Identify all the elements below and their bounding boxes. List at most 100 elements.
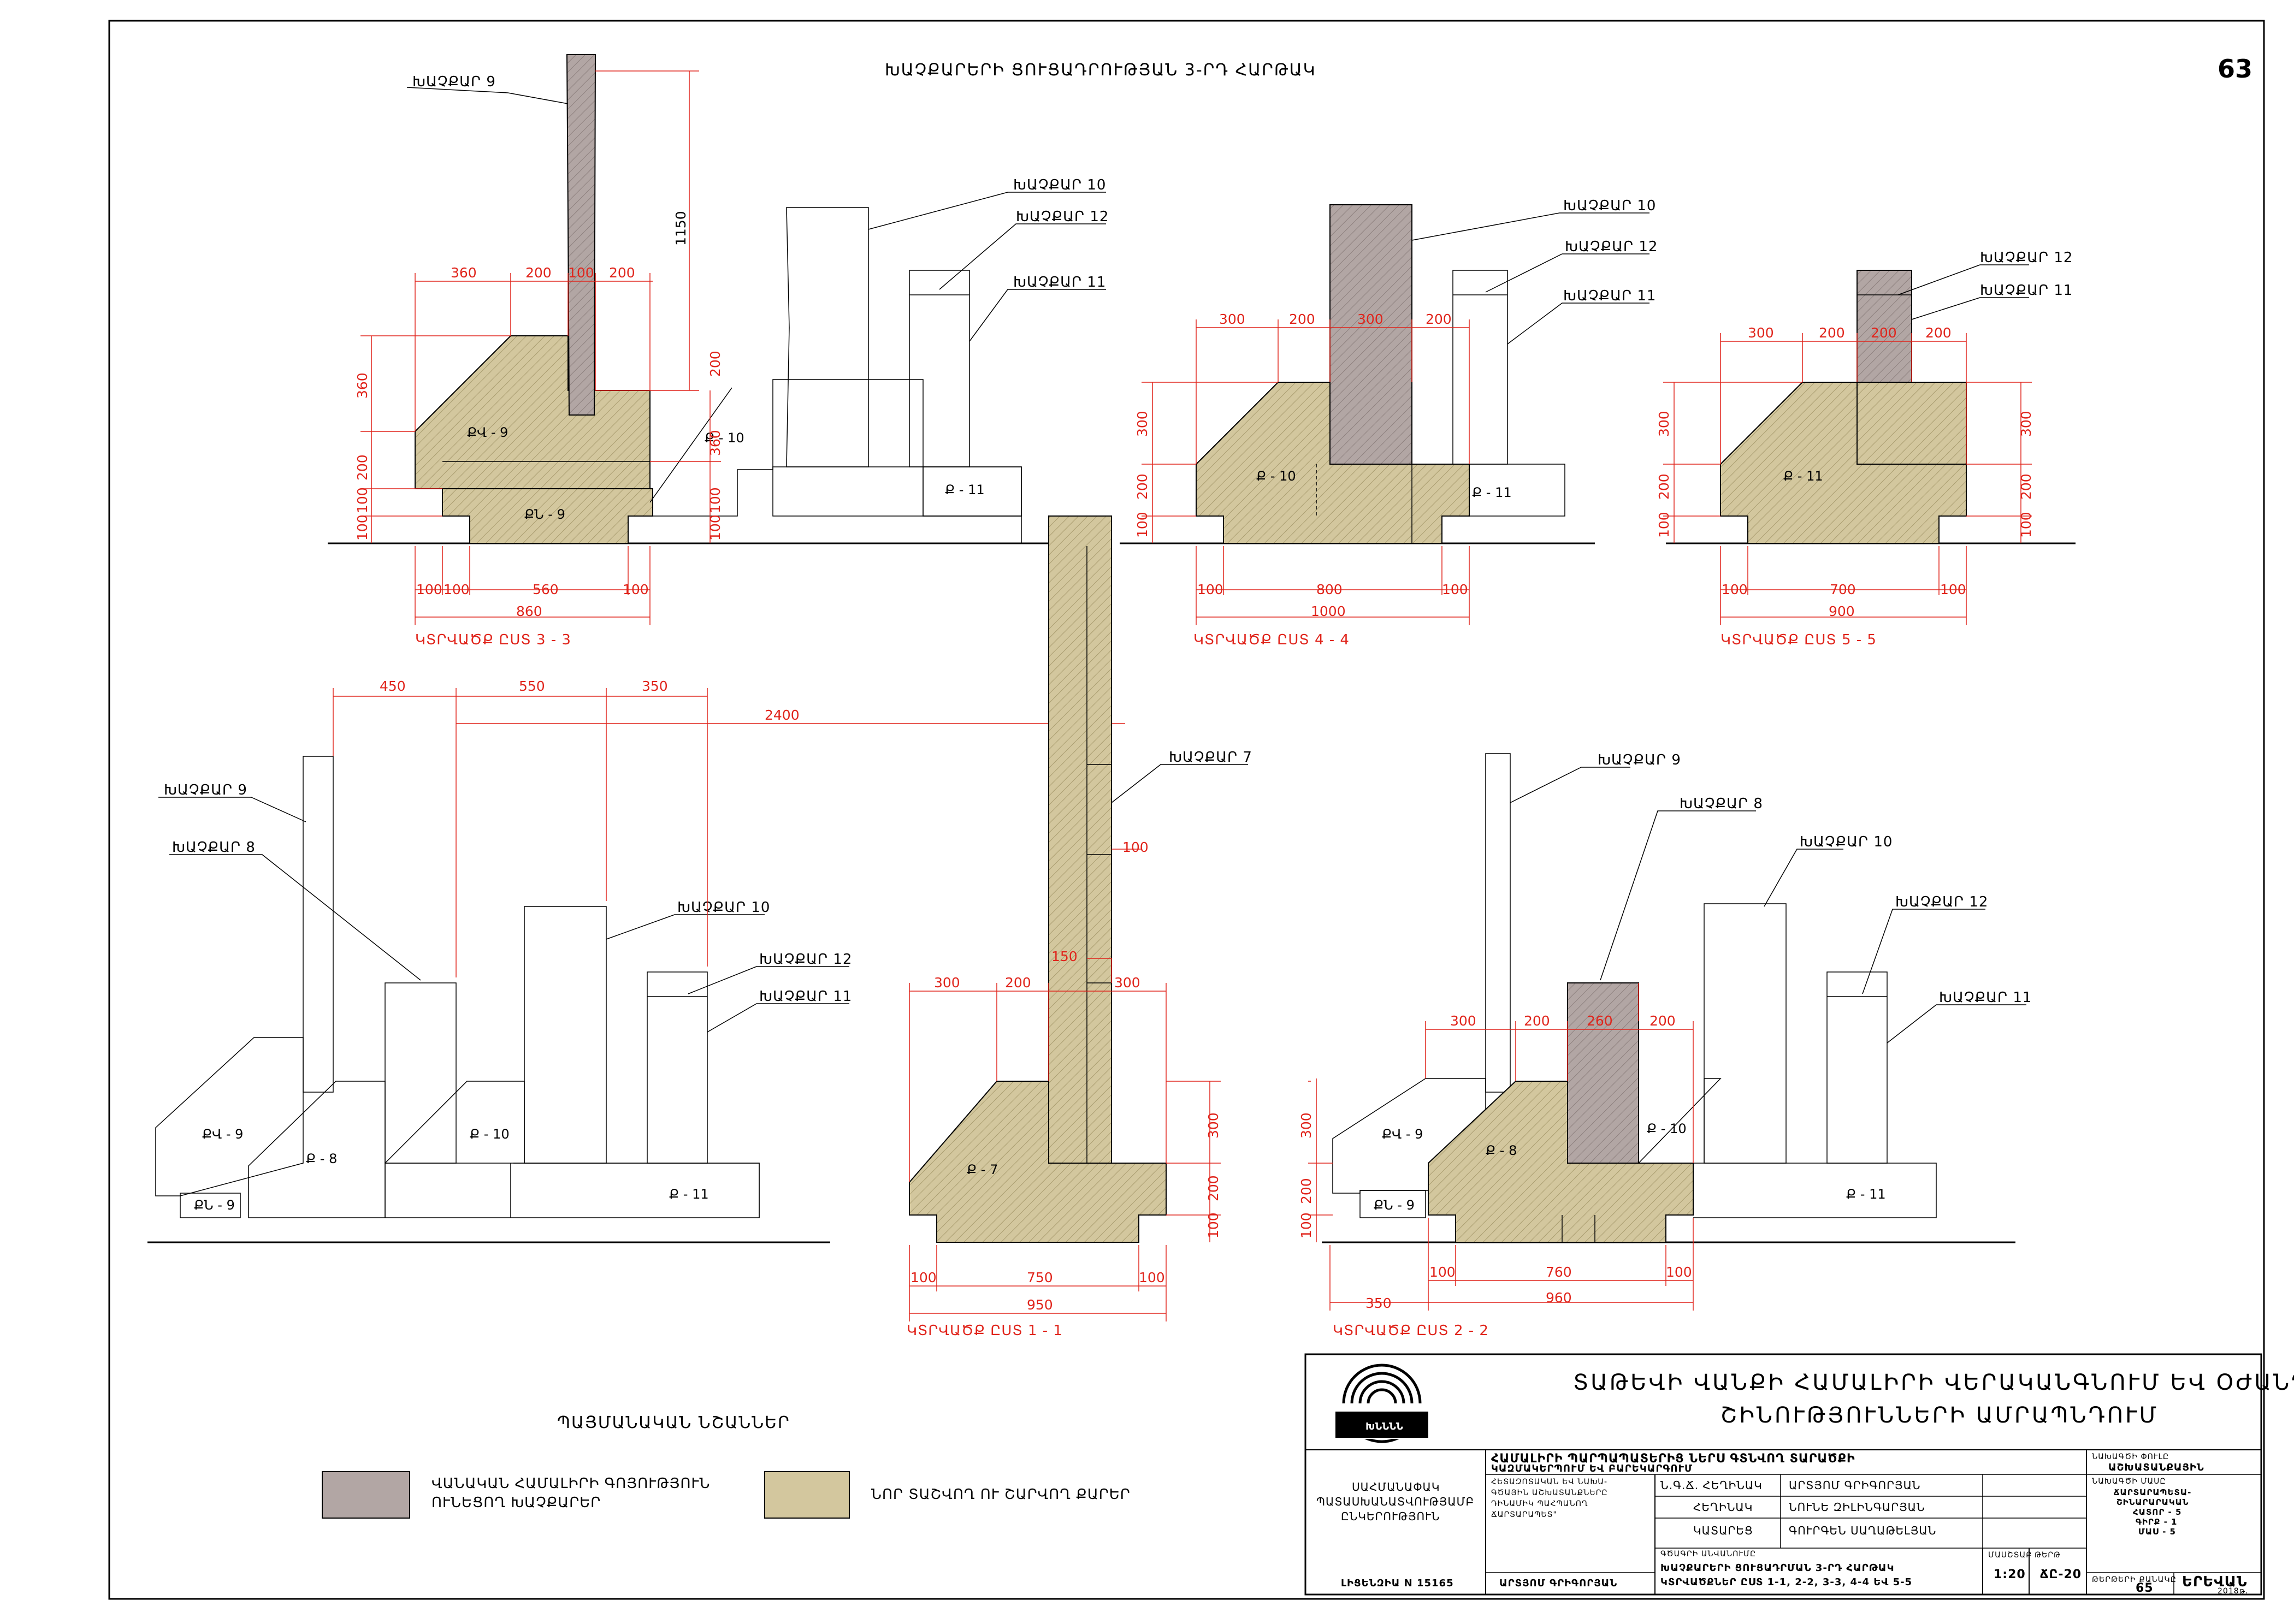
section-caption: ԿՏՐՎԱԾՔ ԸՍՏ 2 - 2 <box>1333 1323 1489 1339</box>
stone-q11-box <box>923 466 1022 517</box>
callout-label: ԽԱՉՔԱՐ 9 <box>164 782 247 798</box>
khachkar-11-outline <box>1452 270 1508 465</box>
dim-label: 100 <box>623 582 649 597</box>
stone-q11-shape <box>1720 382 1967 544</box>
dim-label: 450 <box>380 678 406 694</box>
dim-label: 300 <box>1656 411 1672 437</box>
dim-label: 100 <box>354 487 370 513</box>
dim-label: 200 <box>525 265 552 281</box>
project-header: ՇԻՆՈՒԹՅՈՒՆՆԵՐԻ ԱՄՐԱՊՆԴՈՒՄ <box>1720 1403 2159 1428</box>
stone-label: ՔՎ - 9 <box>1382 1127 1423 1142</box>
leader <box>969 289 1106 342</box>
stone-label: Ք - 8 <box>306 1151 337 1166</box>
section-caption: ԿՏՐՎԱԾՔ ԸՍՏ 5 - 5 <box>1720 632 1877 648</box>
dim-label: 200 <box>1524 1013 1550 1029</box>
scale-value: 1:20 <box>1994 1568 2026 1581</box>
company-logo: ԽՆՆՆՆ <box>1333 1364 1431 1443</box>
part-value: ՀԱՏՈՐ - 5 <box>2133 1507 2181 1517</box>
dim-label: 100 <box>1197 582 1223 597</box>
dim-label: 760 <box>1546 1264 1572 1280</box>
stone-qn9-shape <box>442 488 653 544</box>
legend-swatch-old <box>322 1471 410 1519</box>
dim-label: 550 <box>519 678 545 694</box>
callout-label: ԽԱՉՔԱՐ 7 <box>1169 749 1252 766</box>
dim-label: 300 <box>1357 311 1384 327</box>
dim-label: 100 <box>1429 1264 1456 1280</box>
dim-label: 200 <box>1819 325 1845 341</box>
callout-label: ԽԱՉՔԱՐ 9 <box>412 74 496 90</box>
company-name: ԸՆԿԵՐՈՒԹՅՈՒՆ <box>1341 1510 1440 1523</box>
sheet-name: ԽԱՉՔԱՐԵՐԻ ՑՈՒՑԱԴՐՄԱՆ 3-ՐԴ ՀԱՐԹԱԿ <box>1660 1562 1894 1574</box>
stone-label: ՔՎ - 9 <box>467 425 508 440</box>
stone-kv9-shape <box>415 335 651 489</box>
dim-label: 100 <box>444 582 470 597</box>
khachkar-11-outline <box>647 971 708 1164</box>
dim-label: 100 <box>707 487 723 513</box>
dim-label: 900 <box>1829 603 1855 619</box>
dim-label: 350 <box>1365 1295 1392 1311</box>
field-label: ԳԾԱԳՐԻ ԱՆՎԱՆՈՒՄԸ <box>1660 1550 1756 1558</box>
page-number: 63 <box>2218 54 2252 84</box>
project-header: ՏԱԹԵՎԻ ՎԱՆՔԻ ՀԱՄԱԼԻՐԻ ՎԵՐԱԿԱՆԳՆՈՒՄ ԵՎ ՕԺ… <box>1573 1370 2294 1395</box>
callout-label: ԽԱՉՔԱՐ 11 <box>1013 274 1106 291</box>
callout-label: ԽԱՉՔԱՐ 11 <box>1939 989 2032 1006</box>
callout-label: ԽԱՉՔԱՐ 10 <box>1563 198 1656 214</box>
stage-value: ԱՇԽԱՏԱՆՔԱՅԻՆ <box>2108 1462 2204 1473</box>
legend-label: ՎԱՆԱԿԱՆ ՀԱՄԱԼԻՐԻ ԳՈՅՈՒԹՅՈՒՆ <box>431 1475 710 1492</box>
leader <box>649 387 732 503</box>
person-name: ՆՈՒՆԵ ԶԻԼԻՆԳԱՐՅԱՆ <box>1789 1501 1925 1514</box>
desc-text: ԳԾԱՅԻՆ ԱՇԽԱՏԱՆՔՆԵՐԸ <box>1491 1489 1608 1497</box>
stone-label: Ք - 11 <box>1783 469 1823 484</box>
field-label: ԹԵՐԹԵՐԻ ՔԱՆԱԿԸ <box>2092 1575 2177 1584</box>
part-value: ՃԱՐՏԱՐԱՊԵՏԱ- <box>2114 1487 2191 1497</box>
field-label: ՆԱԽԱԳԾԻ ՄԱՍԸ <box>2092 1477 2166 1486</box>
role-label: ՀԵՂԻՆԱԿ <box>1693 1501 1753 1514</box>
part-value: ՄԱՍ - 5 <box>2138 1527 2176 1537</box>
khachkar-10-outline <box>786 207 869 467</box>
dim-label: 800 <box>1316 582 1343 597</box>
stone-label: ՔՆ - 9 <box>1374 1198 1415 1213</box>
khachkar-10-outline <box>524 906 607 1164</box>
sheet-title: ԽԱՉՔԱՐԵՐԻ ՑՈՒՑԱԴՐՈՒԹՅԱՆ 3-ՐԴ ՀԱՐԹԱԿ <box>885 61 1316 80</box>
leader <box>406 87 569 104</box>
company-name: ՍԱՀՄԱՆԱՓԱԿ <box>1352 1480 1440 1493</box>
dim-label: 100 <box>1298 1212 1314 1238</box>
part-value: ԳԻՐՔ - 1 <box>2136 1517 2177 1527</box>
dim-label: 100 <box>1442 582 1468 597</box>
dim-label: 360 <box>451 265 477 281</box>
dim-label: 200 <box>609 265 635 281</box>
dim-label: 200 <box>707 351 723 377</box>
stone-q7-shape <box>909 1081 1167 1243</box>
dim-label: 200 <box>354 454 370 481</box>
legend: ՊԱՅՄԱՆԱԿԱՆ ՆՇԱՆՆԵՐ ՎԱՆԱԿԱՆ ՀԱՄԱԼԻՐԻ ԳՈՅՈ… <box>322 1413 1130 1519</box>
section-caption: ԿՏՐՎԱԾՔ ԸՍՏ 3 - 3 <box>415 632 571 648</box>
khachkar-9-outline <box>1485 753 1511 1093</box>
section-caption: ԿՏՐՎԱԾՔ ԸՍՏ 1 - 1 <box>907 1323 1063 1339</box>
dim-label: 200 <box>1649 1013 1676 1029</box>
dim-label: 100 <box>1139 1270 1165 1285</box>
callout-label: ԽԱՉՔԱՐ 10 <box>677 899 770 916</box>
khachkar-9-outline <box>303 756 334 1093</box>
callout-label: ԽԱՉՔԱՐ 12 <box>1016 209 1109 225</box>
sheets-count: 65 <box>2136 1581 2154 1595</box>
callout-label: ԽԱՉՔԱՐ 12 <box>1565 239 1658 255</box>
dim-label: 100 <box>1134 512 1150 538</box>
stone-label: Ք - 10 <box>1256 469 1296 484</box>
dim-label: 100 <box>1666 1264 1692 1280</box>
dim-label: 200 <box>1298 1178 1314 1204</box>
dim-label: 100 <box>910 1270 937 1285</box>
dim-label: 300 <box>934 975 960 991</box>
section-caption: ԿՏՐՎԱԾՔ ԸՍՏ 4 - 4 <box>1193 632 1350 648</box>
dim-label: 360 <box>354 372 370 399</box>
dim-label: 200 <box>1289 311 1315 327</box>
stone-label: Ք - 10 <box>705 430 744 446</box>
dim-label: 100 <box>1122 839 1149 855</box>
dim-label: 100 <box>568 265 594 281</box>
stone-label: Ք - 8 <box>1486 1143 1517 1158</box>
callout-label: ԽԱՉՔԱՐ 8 <box>1680 796 1763 812</box>
stone-label: ՔՎ - 9 <box>202 1127 243 1142</box>
dim-label: 100 <box>707 514 723 541</box>
khachkar-7-shape <box>1048 515 1112 1164</box>
section-1-1: Ք - 7 ԽԱՉՔԱՐ 7 300 200 300 150 100 <box>907 515 1252 1339</box>
callout-label: ԽԱՉՔԱՐ 12 <box>759 951 852 968</box>
